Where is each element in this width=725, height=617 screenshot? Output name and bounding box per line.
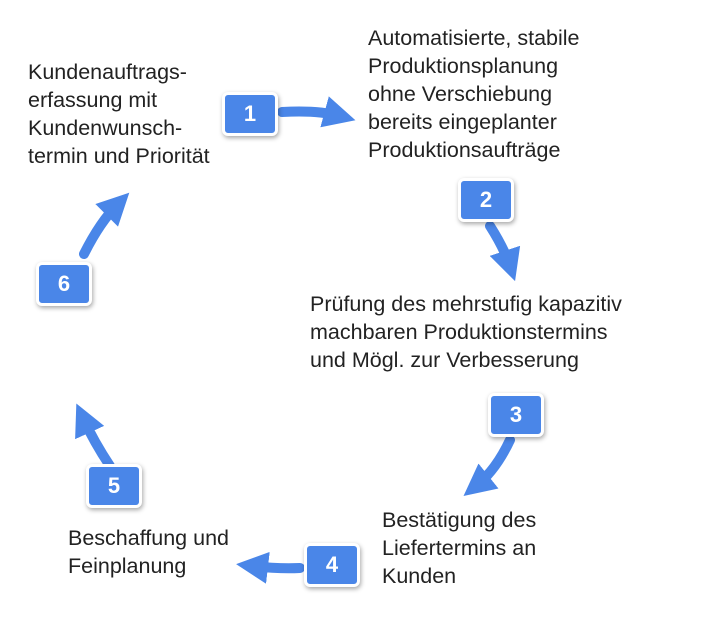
- step-3-text: Prüfung des mehrstufig kapazitiv machbar…: [310, 290, 622, 374]
- step-1-badge: 1: [222, 92, 278, 136]
- arrow-5-to-6: [75, 403, 115, 471]
- step-2-line: Automatisierte, stabile: [368, 26, 580, 50]
- step-3-line: Prüfung des mehrstufig kapazitiv: [310, 292, 622, 316]
- step-1-line: termin und Priorität: [28, 144, 210, 168]
- step-1-text: Kundenauftrags- erfassung mit Kundenwuns…: [28, 58, 210, 170]
- step-4-line: Bestätigung des: [382, 508, 537, 532]
- step-2-badge: 2: [458, 178, 514, 222]
- step-4-text: Bestätigung des Liefertermins an Kunden: [382, 506, 536, 590]
- step-1-line: Kundenwunsch-: [28, 116, 183, 140]
- arrow-6-to-1: [79, 192, 130, 259]
- step-2-line: bereits eingeplanter: [368, 110, 557, 134]
- step-5-line: Feinplanung: [68, 554, 187, 578]
- step-4-line: Liefertermins an: [382, 536, 537, 560]
- arrow-4-to-5: [236, 551, 305, 584]
- step-2-text: Automatisierte, stabile Produktionsplanu…: [368, 24, 580, 164]
- step-5-text: Beschaffung und Feinplanung: [68, 524, 229, 580]
- step-2-line: Produktionsplanung: [368, 54, 559, 78]
- arrow-1-to-2: [277, 96, 356, 128]
- step-3-line: machbaren Produktionstermins: [310, 320, 608, 344]
- step-2-line: Produktionsaufträge: [368, 138, 561, 162]
- arrow-2-to-3: [485, 221, 521, 282]
- arrow-3-to-4: [463, 435, 515, 496]
- step-1-line: Kundenauftrags-: [28, 60, 187, 84]
- step-5-line: Beschaffung und: [68, 526, 229, 550]
- step-5-badge: 5: [86, 464, 142, 508]
- step-3-badge: 3: [488, 393, 544, 437]
- step-6-badge: 6: [36, 262, 92, 306]
- step-3-line: und Mögl. zur Verbesserung: [310, 348, 579, 372]
- step-4-line: Kunden: [382, 564, 457, 588]
- step-4-badge: 4: [304, 543, 360, 587]
- step-1-line: erfassung mit: [28, 88, 158, 112]
- step-2-line: ohne Verschiebung: [368, 82, 553, 106]
